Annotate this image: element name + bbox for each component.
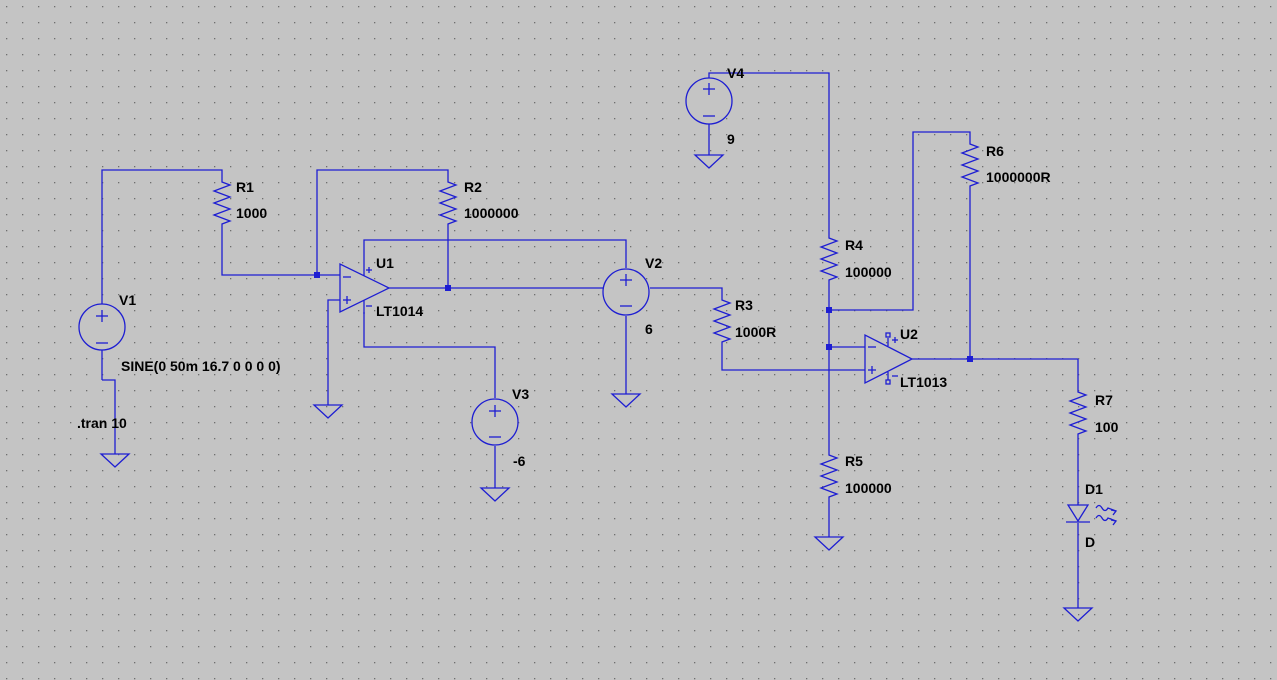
r7-name-label: R7 (1095, 392, 1113, 408)
resistor-r6[interactable] (960, 138, 980, 190)
v1-value-label: SINE(0 50m 16.7 0 0 0 0) (121, 358, 281, 374)
junction-dot (445, 285, 451, 291)
r1-value-label: 1000 (236, 205, 267, 221)
ground-symbol (1062, 607, 1094, 622)
resistor-r4[interactable] (819, 232, 839, 286)
resistor-r3[interactable] (712, 294, 732, 346)
v3-name-label: V3 (512, 386, 529, 402)
ground-symbol (813, 536, 845, 551)
r6-value-label: 1000000R (986, 169, 1051, 185)
resistor-r2[interactable] (438, 176, 458, 230)
ground-symbol (693, 154, 725, 169)
ground-symbol (479, 487, 511, 502)
ground-symbol (610, 393, 642, 408)
r5-name-label: R5 (845, 453, 863, 469)
voltage-source-v3[interactable] (471, 398, 519, 446)
junction-dot (967, 356, 973, 362)
v2-name-label: V2 (645, 255, 662, 271)
resistor-r1[interactable] (212, 176, 232, 230)
resistor-r7[interactable] (1068, 386, 1088, 438)
voltage-source-v2[interactable] (602, 268, 650, 316)
r4-name-label: R4 (845, 237, 863, 253)
r2-name-label: R2 (464, 179, 482, 195)
v4-value-label: 9 (727, 131, 735, 147)
r4-value-label: 100000 (845, 264, 892, 280)
u1-value-label: LT1014 (376, 303, 423, 319)
u2-name-label: U2 (900, 326, 918, 342)
opamp-u1[interactable] (339, 262, 391, 314)
r5-value-label: 100000 (845, 480, 892, 496)
r7-value-label: 100 (1095, 419, 1119, 435)
voltage-source-v1[interactable] (78, 303, 126, 351)
ground-symbol (312, 404, 344, 419)
r1-name-label: R1 (236, 179, 254, 195)
v3-value-label: -6 (513, 453, 526, 469)
v1-name-label: V1 (119, 292, 136, 308)
opamp-u2[interactable] (864, 332, 914, 385)
resistor-r5[interactable] (819, 449, 839, 500)
voltage-source-v4[interactable] (685, 77, 733, 125)
d1-name-label: D1 (1085, 481, 1103, 497)
r3-name-label: R3 (735, 297, 753, 313)
r3-value-label: 1000R (735, 324, 776, 340)
junction-dot (314, 272, 320, 278)
wires (101, 72, 1079, 608)
tran-directive: .tran 10 (77, 415, 127, 431)
u1-name-label: U1 (376, 255, 394, 271)
junction-dot (826, 344, 832, 350)
junction-dot (826, 307, 832, 313)
r2-value-label: 1000000 (464, 205, 519, 221)
v4-name-label: V4 (727, 65, 744, 81)
ground-symbol (99, 453, 131, 468)
led-d1[interactable] (1066, 504, 1118, 526)
r6-name-label: R6 (986, 143, 1004, 159)
u2-value-label: LT1013 (900, 374, 947, 390)
d1-value-label: D (1085, 534, 1095, 550)
v2-value-label: 6 (645, 321, 653, 337)
